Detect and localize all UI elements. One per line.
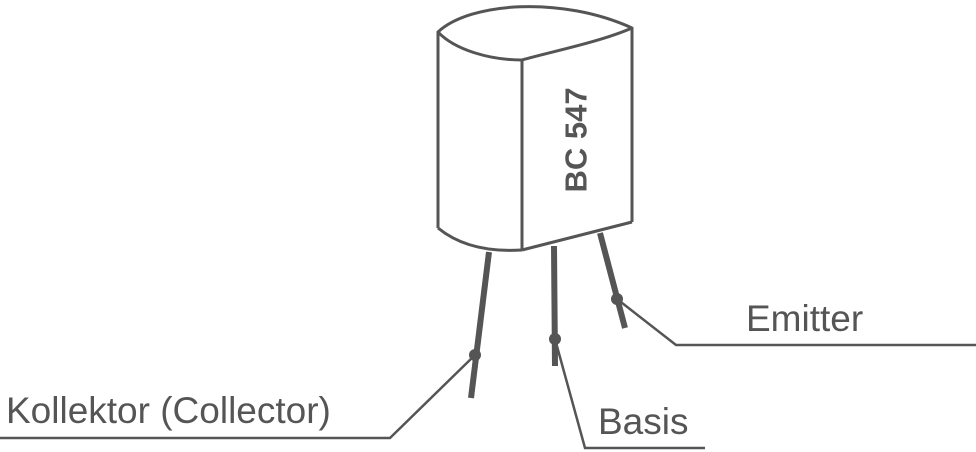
emitter-lead — [597, 232, 628, 329]
body-bottom-curve — [437, 226, 523, 252]
transistor-body — [436, 5, 634, 252]
collector-callout-line — [0, 354, 476, 440]
collector-lead — [468, 251, 492, 399]
collector-label: Kollektor (Collector) — [6, 390, 331, 431]
callout-lines — [0, 298, 976, 450]
emitter-label: Emitter — [746, 298, 864, 339]
transistor-leads — [468, 232, 628, 399]
emitter-callout-dot — [611, 293, 623, 305]
base-callout-line — [553, 338, 705, 450]
body-flat-bottom — [521, 220, 633, 252]
collector-callout-dot — [469, 349, 481, 361]
base-lead — [551, 245, 558, 367]
body-top-face — [436, 5, 634, 62]
base-callout-dot — [549, 333, 561, 345]
base-label: Basis — [598, 401, 689, 442]
part-marking: BC 547 — [558, 87, 594, 193]
emitter-callout-line — [616, 298, 976, 347]
callout-dots — [469, 293, 623, 361]
